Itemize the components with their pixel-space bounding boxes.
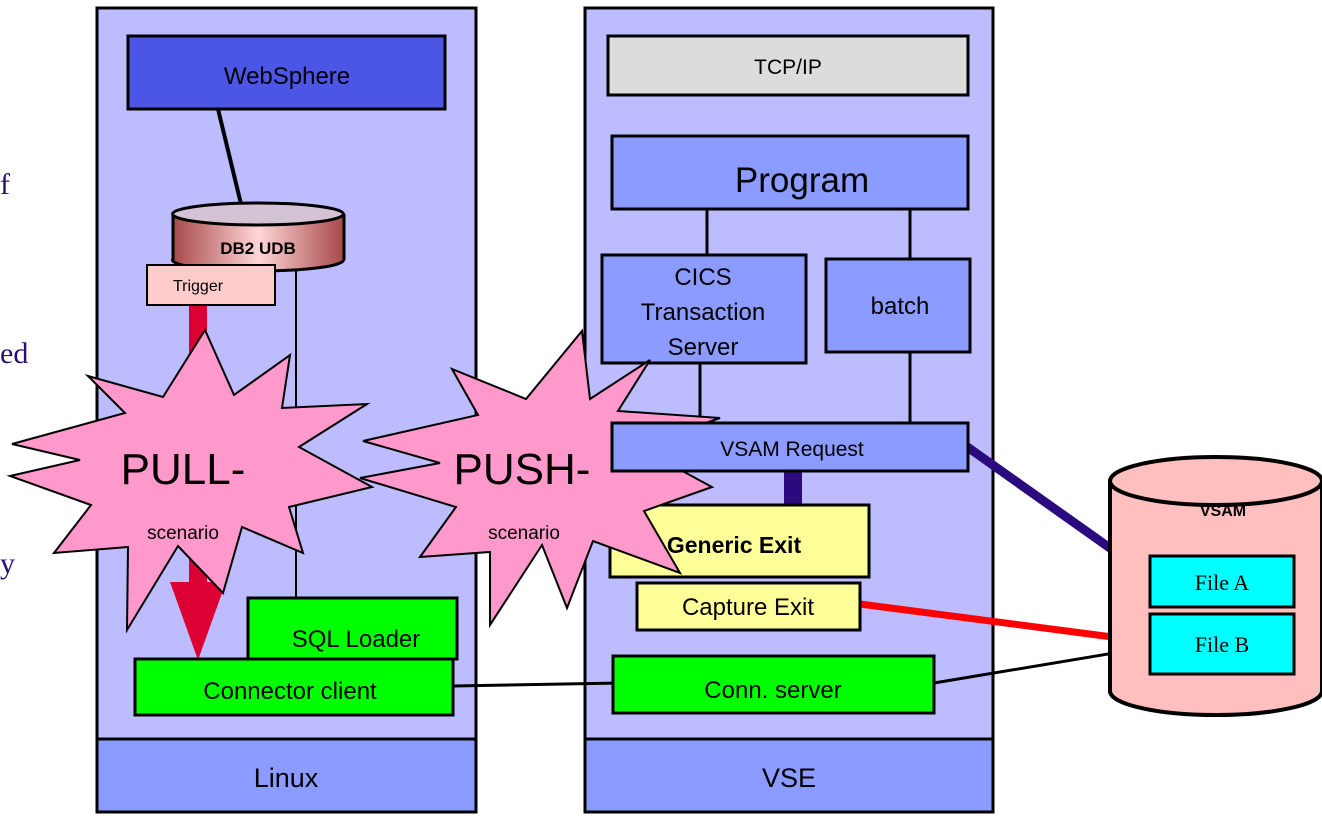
- connector-client-label: Connector client: [203, 678, 377, 705]
- vsam-title: VSAM: [1200, 503, 1246, 520]
- pull-scenario-title: PULL-: [121, 445, 246, 494]
- file-b-label: File B: [1195, 632, 1249, 657]
- vsam-request-label: VSAM Request: [720, 438, 864, 461]
- vsam-cylinder: VSAM File A File B: [1108, 455, 1322, 717]
- capture-exit-box: [635, 581, 862, 632]
- vse-label: VSE: [762, 763, 816, 793]
- websphere-db2-connector: [216, 108, 243, 205]
- client-server-link: [452, 681, 621, 688]
- generic-exit-label: Generic Exit: [667, 532, 802, 558]
- websphere-label: WebSphere: [224, 63, 350, 90]
- push-scenario-burst: PUSH- scenario: [359, 328, 721, 629]
- cics-label-line3: Server: [668, 334, 739, 361]
- program-box: [610, 134, 970, 211]
- trigger-label: Trigger: [173, 278, 224, 295]
- tcpip-box: [606, 34, 970, 97]
- conn-server-box: [611, 654, 936, 715]
- tcpip-label: TCP/IP: [754, 56, 822, 79]
- cics-box: [600, 253, 808, 365]
- file-a-label: File A: [1195, 570, 1250, 595]
- linux-label-box: [95, 737, 478, 814]
- batch-box: [824, 257, 972, 354]
- cics-label-line1: CICS: [674, 264, 731, 291]
- vsamrequest-generic-exit-link: [784, 471, 802, 506]
- push-scenario-title: PUSH-: [454, 445, 591, 494]
- clipped-text-fragment-2: ed: [0, 337, 29, 370]
- program-label: Program: [735, 161, 869, 200]
- trigger-box: [146, 264, 276, 306]
- capture-exit-label: Capture Exit: [682, 594, 814, 621]
- sql-loader-box: [246, 596, 459, 661]
- vse-label-box: [583, 737, 995, 814]
- clipped-text-fragment-3: y: [0, 547, 15, 580]
- pull-scenario-burst: PULL- scenario: [6, 327, 375, 634]
- file-b-box: [1148, 612, 1296, 676]
- pull-arrow-head: [170, 582, 226, 660]
- push-scenario-subtitle: scenario: [488, 523, 560, 544]
- pull-scenario-subtitle: scenario: [147, 523, 219, 544]
- batch-label: batch: [871, 293, 930, 320]
- capture-fileb-arrow-shaft: [859, 600, 1121, 642]
- db2-cylinder: DB2 UDB: [171, 201, 346, 273]
- websphere-box: [126, 34, 447, 111]
- clipped-text-fragment-1: f: [0, 168, 10, 201]
- file-a-box: [1148, 554, 1296, 609]
- sql-loader-label: SQL Loader: [292, 626, 421, 653]
- connector-client-box: [133, 657, 455, 717]
- cics-label-line2: Transaction: [641, 299, 766, 326]
- linux-label: Linux: [254, 763, 319, 793]
- vsam-request-box: [610, 421, 970, 473]
- db2-label: DB2 UDB: [220, 239, 296, 258]
- conn-server-label: Conn. server: [704, 677, 841, 704]
